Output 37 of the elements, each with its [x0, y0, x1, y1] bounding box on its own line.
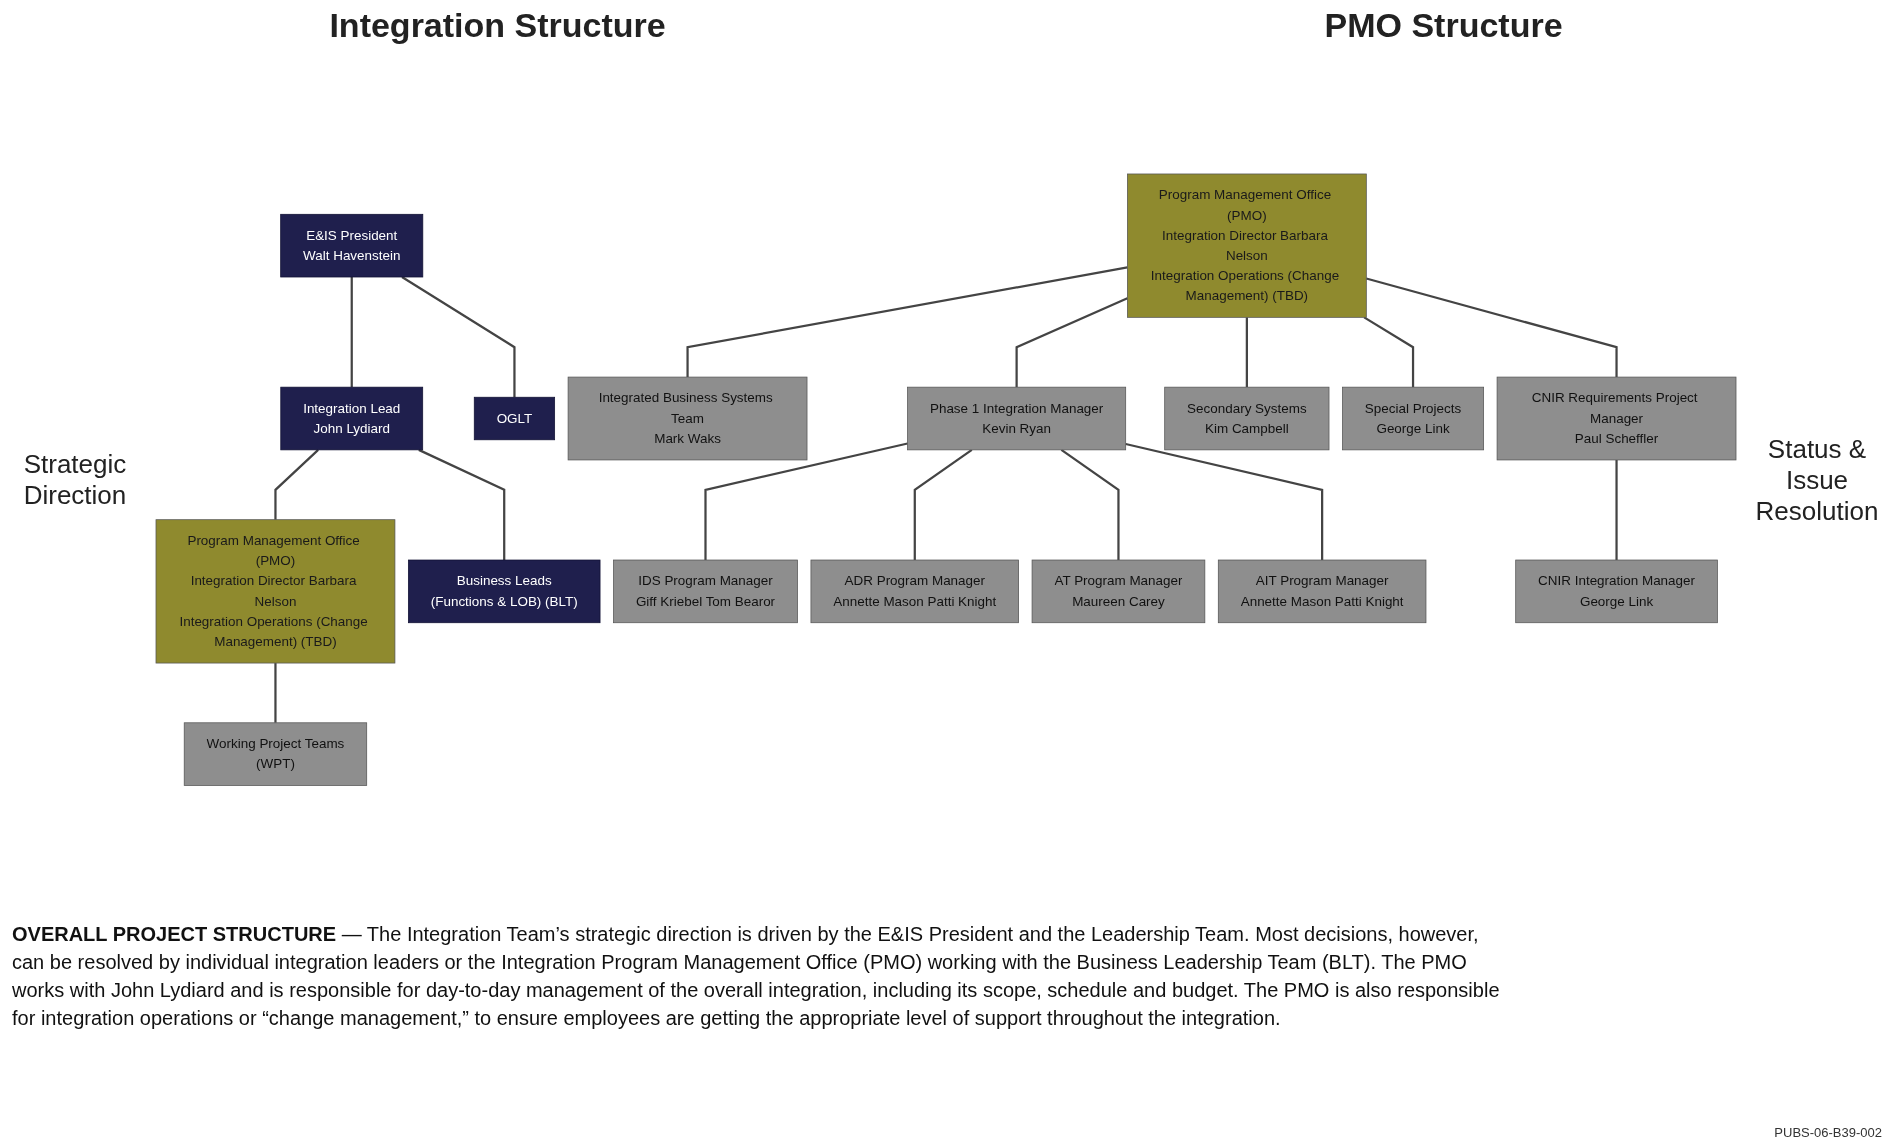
node-box: OGLT	[473, 397, 556, 441]
connector	[1366, 277, 1618, 378]
connector	[1615, 460, 1618, 561]
node-box: AIT Program Manager Annette Mason Patti Knight	[1217, 559, 1427, 624]
node-box: Program Management Office (PMO) Integration Director Barbara Nelson Integration Operations (Change Management) (TBD)	[155, 519, 396, 664]
connector	[1060, 449, 1120, 561]
node-box: CNIR Requirements Project Manager Paul Scheffler	[1496, 376, 1737, 461]
node-box: CNIR Integration Manager George Link	[1515, 559, 1718, 624]
connector	[913, 449, 973, 561]
node-box: Secondary Systems Kim Campbell	[1164, 387, 1330, 451]
side-label: Status & Issue Resolution	[1754, 433, 1880, 527]
document-code: PUBS-06-B39-002	[1774, 1125, 1882, 1140]
node-box: Phase 1 Integration Manager Kevin Ryan	[907, 387, 1127, 451]
node-box: Business Leads (Functions & LOB) (BLT)	[408, 559, 601, 624]
caption: OVERALL PROJECT STRUCTURE — The Integration Team’s strategic direction is driven by the E&IS President and the Leadership Team. Most decisions, however, can be resolved by individual integration leaders or the Integration Program Management Office (PMO) working with the Business Leadership Team (BLT). The PMO works with John Lydiard and is responsible for day-to-day management of the overall integration, including its scope, schedule and budget. The PMO is also responsible for integration operations or “change management,” to ensure employees are getting the appropriate level of support throughout the integration.	[12, 922, 1501, 1031]
section-heading: PMO Structure	[1324, 5, 1563, 45]
connector	[704, 442, 908, 561]
connector	[418, 449, 506, 561]
connector	[1015, 297, 1128, 388]
connector	[1245, 317, 1248, 388]
node-box: Integration Lead John Lydiard	[280, 387, 424, 451]
node-box: Special Projects George Link	[1342, 387, 1484, 451]
node-box: Working Project Teams (WPT)	[183, 722, 368, 787]
connector	[350, 277, 353, 388]
connector	[274, 449, 319, 520]
node-box: AT Program Manager Maureen Carey	[1031, 559, 1206, 624]
node-box: Integrated Business Systems Team Mark Waks	[567, 376, 808, 461]
node-box: IDS Program Manager Giff Kriebel Tom Bearor	[613, 559, 798, 624]
connector	[274, 663, 277, 724]
connector	[401, 276, 516, 398]
connector	[1125, 443, 1324, 561]
side-label: Strategic Direction	[22, 449, 128, 511]
section-heading: Integration Structure	[329, 5, 666, 45]
connector	[686, 266, 1128, 378]
node-box: ADR Program Manager Annette Mason Patti Knight	[810, 559, 1019, 624]
node-box: Program Management Office (PMO) Integration Director Barbara Nelson Integration Operations (Change Management) (TBD)	[1127, 173, 1367, 318]
node-box: E&IS President Walt Havenstein	[280, 214, 424, 278]
